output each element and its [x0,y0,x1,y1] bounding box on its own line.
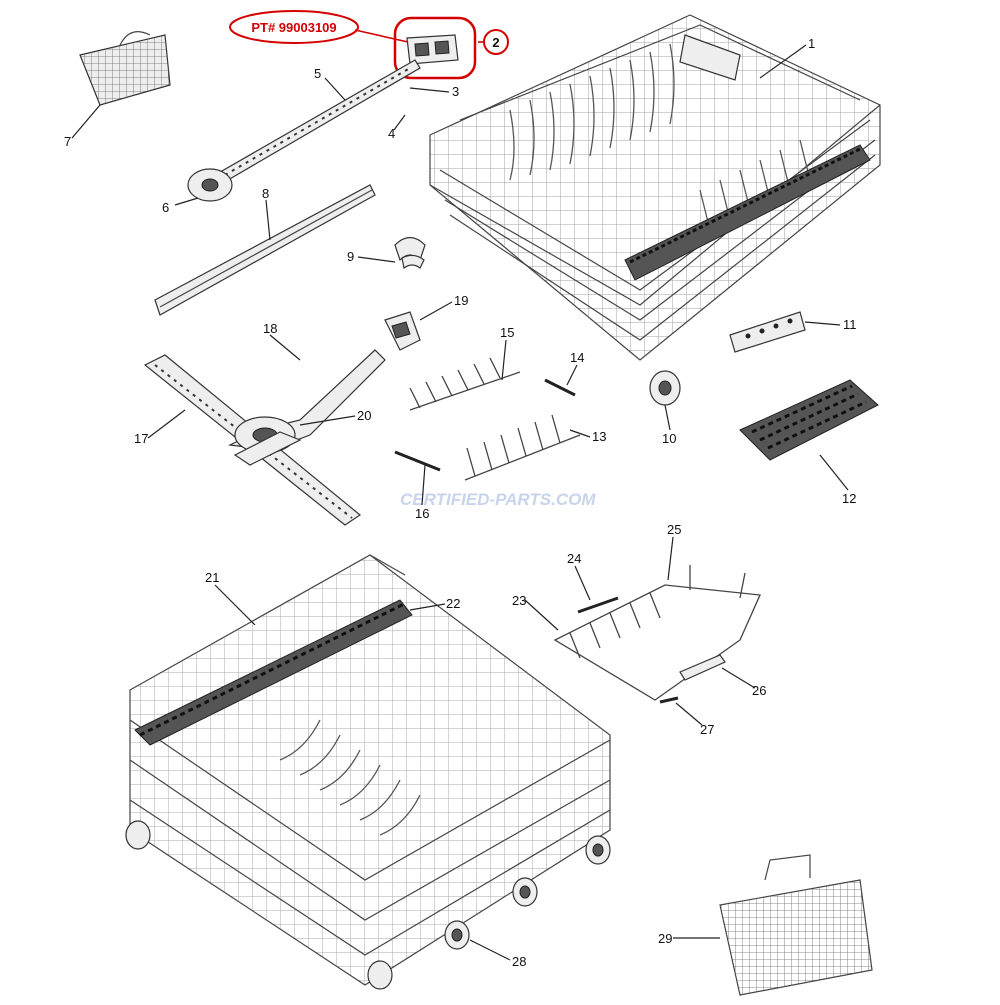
clip-16 [394,450,441,472]
rack-rail [154,184,376,316]
label-9: 9 [347,249,354,264]
label-14: 14 [570,350,584,365]
label-8: 8 [262,186,269,201]
handle-24 [577,596,619,614]
clip-14 [544,378,576,397]
label-12: 12 [842,491,856,506]
label-11: 11 [843,317,857,332]
part-labels: 1 3 4 5 6 7 8 9 10 11 12 13 14 15 16 17 … [64,36,857,969]
fold-shelf [553,565,761,701]
rack-wheel [649,370,681,406]
label-10: 10 [662,431,676,446]
label-15: 15 [500,325,514,340]
label-24: 24 [567,551,581,566]
label-7: 7 [64,134,71,149]
watermark: CERTIFIED-PARTS.COM [400,490,596,509]
handle-26 [679,654,726,681]
index-2-text: 2 [492,35,499,50]
label-21: 21 [205,570,219,585]
label-16: 16 [415,506,429,521]
label-29: 29 [658,931,672,946]
label-1: 1 [808,36,815,51]
tine-row-15 [409,357,521,411]
rack-plate [729,311,806,353]
label-18: 18 [263,321,277,336]
label-3: 3 [452,84,459,99]
upper-rack [429,14,881,361]
label-4: 4 [388,126,395,141]
label-27: 27 [700,722,714,737]
small-basket [79,31,171,106]
label-28: 28 [512,954,526,969]
wheel-bracket [384,311,421,351]
index-2-callout: 2 [483,29,509,55]
tine-row-13 [464,414,581,481]
part-number-text: PT# 99003109 [251,20,336,35]
label-26: 26 [752,683,766,698]
part-2-clip [393,16,477,80]
silverware-basket [719,854,873,996]
part-number-callout: PT# 99003109 [229,10,359,44]
lower-cup-shelf [134,599,413,746]
rail-clip [394,236,426,270]
label-17: 17 [134,431,148,446]
spray-hub [187,168,233,202]
label-25: 25 [667,522,681,537]
cup-shelf [739,379,879,461]
lower-rack-wheels [125,820,611,990]
label-5: 5 [314,66,321,81]
label-22: 22 [446,596,460,611]
label-23: 23 [512,593,526,608]
pin-27 [659,696,679,704]
label-19: 19 [454,293,468,308]
lower-rack [129,554,611,986]
leader-lines [71,29,849,961]
label-20: 20 [357,408,371,423]
label-13: 13 [592,429,606,444]
label-6: 6 [162,200,169,215]
lower-spray-arm [143,349,386,526]
